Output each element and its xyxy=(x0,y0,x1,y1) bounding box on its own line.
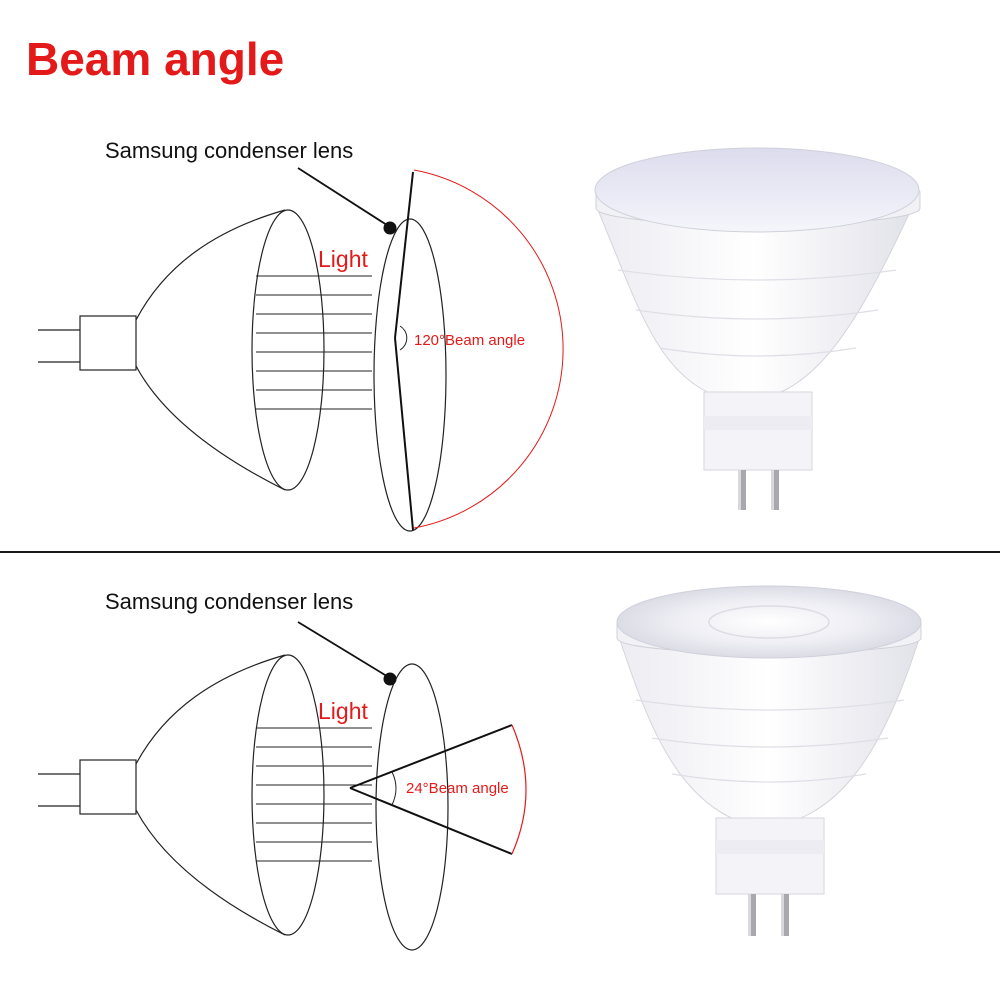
beam-arc xyxy=(413,169,564,529)
bulb-illustration-120 xyxy=(594,147,921,510)
pointer-dot xyxy=(383,221,397,235)
section-divider xyxy=(0,551,1000,553)
reflector-outline xyxy=(135,209,286,491)
beam-angle-label: 120°Beam angle xyxy=(414,332,525,349)
reflector-front xyxy=(251,209,325,491)
condenser-lens xyxy=(373,218,447,532)
reflector-front xyxy=(251,654,325,936)
panel-24-degree: Samsung condenser lens Light 24°Beam an xyxy=(0,560,1000,1000)
beam-diagram-120: Light 120°Beam angle xyxy=(38,147,921,532)
lens-label: Samsung condenser lens xyxy=(105,589,354,614)
condenser-lens xyxy=(375,663,449,951)
beam-arc xyxy=(511,724,527,855)
lens-label: Samsung condenser lens xyxy=(105,138,354,163)
pointer-line xyxy=(297,167,391,228)
bulb-illustration-24 xyxy=(616,585,922,936)
bulb-pins xyxy=(38,773,82,807)
light-rays xyxy=(256,275,372,410)
light-rays xyxy=(256,727,372,862)
reflector-outline xyxy=(135,654,286,936)
beam-lines xyxy=(394,171,414,531)
bulb-base xyxy=(79,759,137,815)
angle-indicator xyxy=(391,771,397,806)
light-label: Light xyxy=(318,246,368,272)
pointer-line xyxy=(297,621,391,679)
panel-120-degree: Samsung condenser lens Light xyxy=(0,120,1000,550)
beam-diagram-24: Light 24°Beam angle xyxy=(38,585,922,951)
pointer-dot xyxy=(383,672,397,686)
angle-indicator xyxy=(399,325,408,351)
beam-lines xyxy=(349,724,513,855)
bulb-pins xyxy=(38,329,82,363)
bulb-base xyxy=(79,315,137,371)
page-title: Beam angle xyxy=(26,33,285,85)
light-label: Light xyxy=(318,698,368,724)
beam-angle-label: 24°Beam angle xyxy=(406,780,509,797)
